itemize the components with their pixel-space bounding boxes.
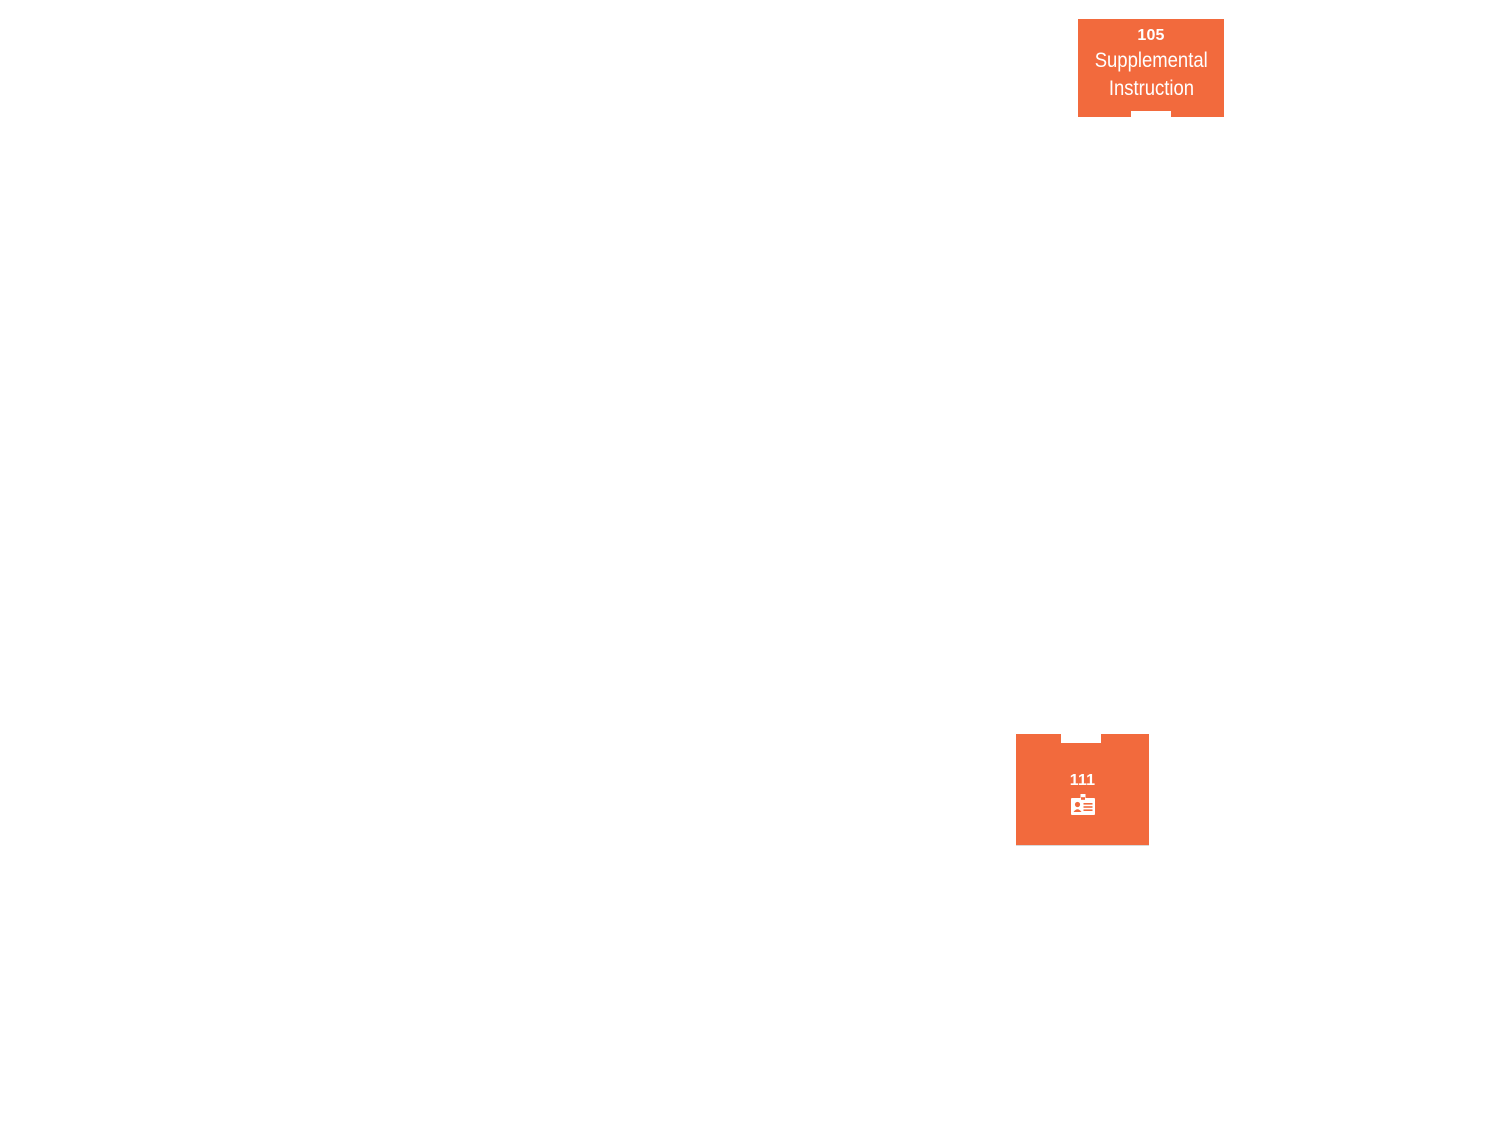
room-door (1131, 111, 1171, 117)
room-number: 105 (1137, 27, 1165, 44)
room-name-line-1: Supplemental (1094, 49, 1208, 72)
room-111[interactable]: 111 (1016, 734, 1149, 846)
room-number: 111 (1069, 772, 1096, 789)
room-105[interactable]: 105 Supplemental Instruction (1078, 19, 1224, 117)
id-card-icon (1070, 794, 1095, 815)
room-door (1061, 734, 1101, 743)
room-name-line-2: Instruction (1108, 77, 1194, 100)
